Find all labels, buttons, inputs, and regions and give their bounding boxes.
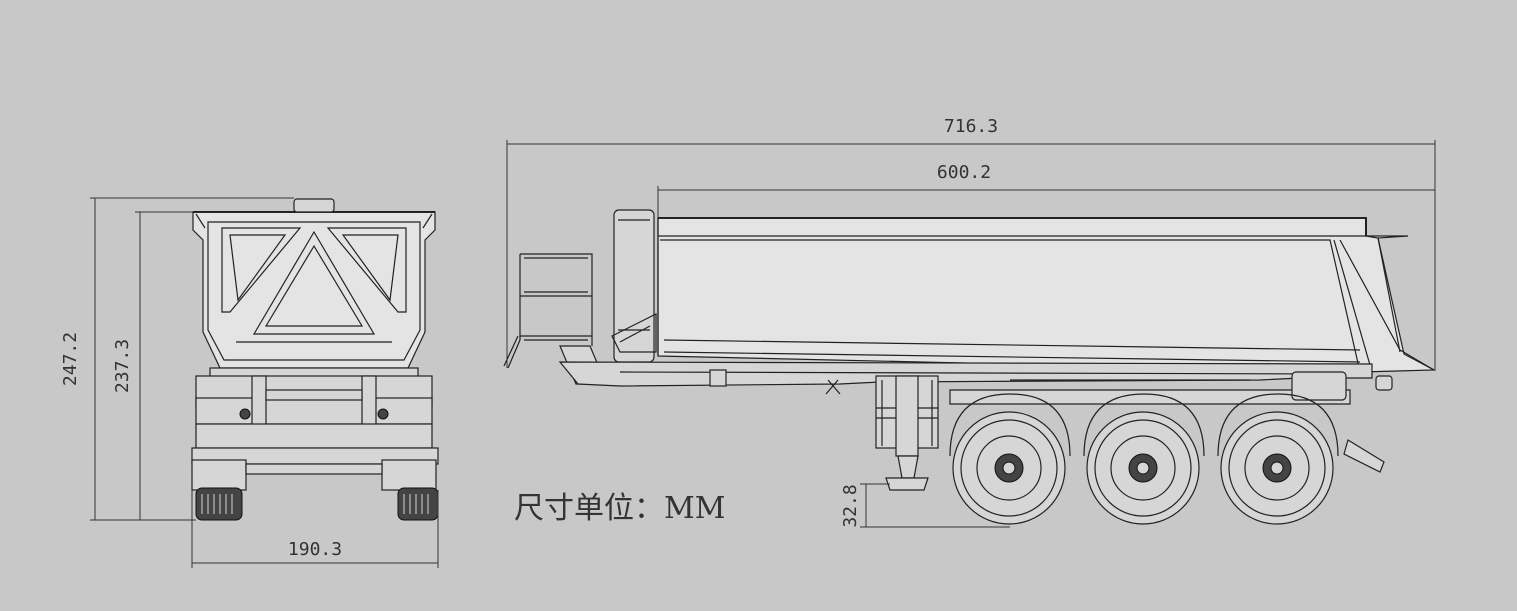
wheel-3 <box>1220 411 1334 525</box>
dimension-body-length: 600.2 <box>937 162 991 183</box>
wheel-1 <box>952 411 1066 525</box>
rear-view <box>191 198 439 521</box>
rear-dimension-lines <box>90 197 439 568</box>
dimension-ground-clearance: 32.8 <box>840 484 861 527</box>
dimension-total-height: 247.2 <box>60 332 81 386</box>
dimension-total-length: 716.3 <box>944 116 998 137</box>
unit-label: 尺寸单位：MM <box>514 491 725 526</box>
side-dimension-lines <box>506 140 1436 528</box>
side-view <box>503 209 1437 525</box>
wheel-2 <box>1086 411 1200 525</box>
dimension-width: 190.3 <box>288 539 342 560</box>
dimension-body-height: 237.3 <box>112 339 133 393</box>
